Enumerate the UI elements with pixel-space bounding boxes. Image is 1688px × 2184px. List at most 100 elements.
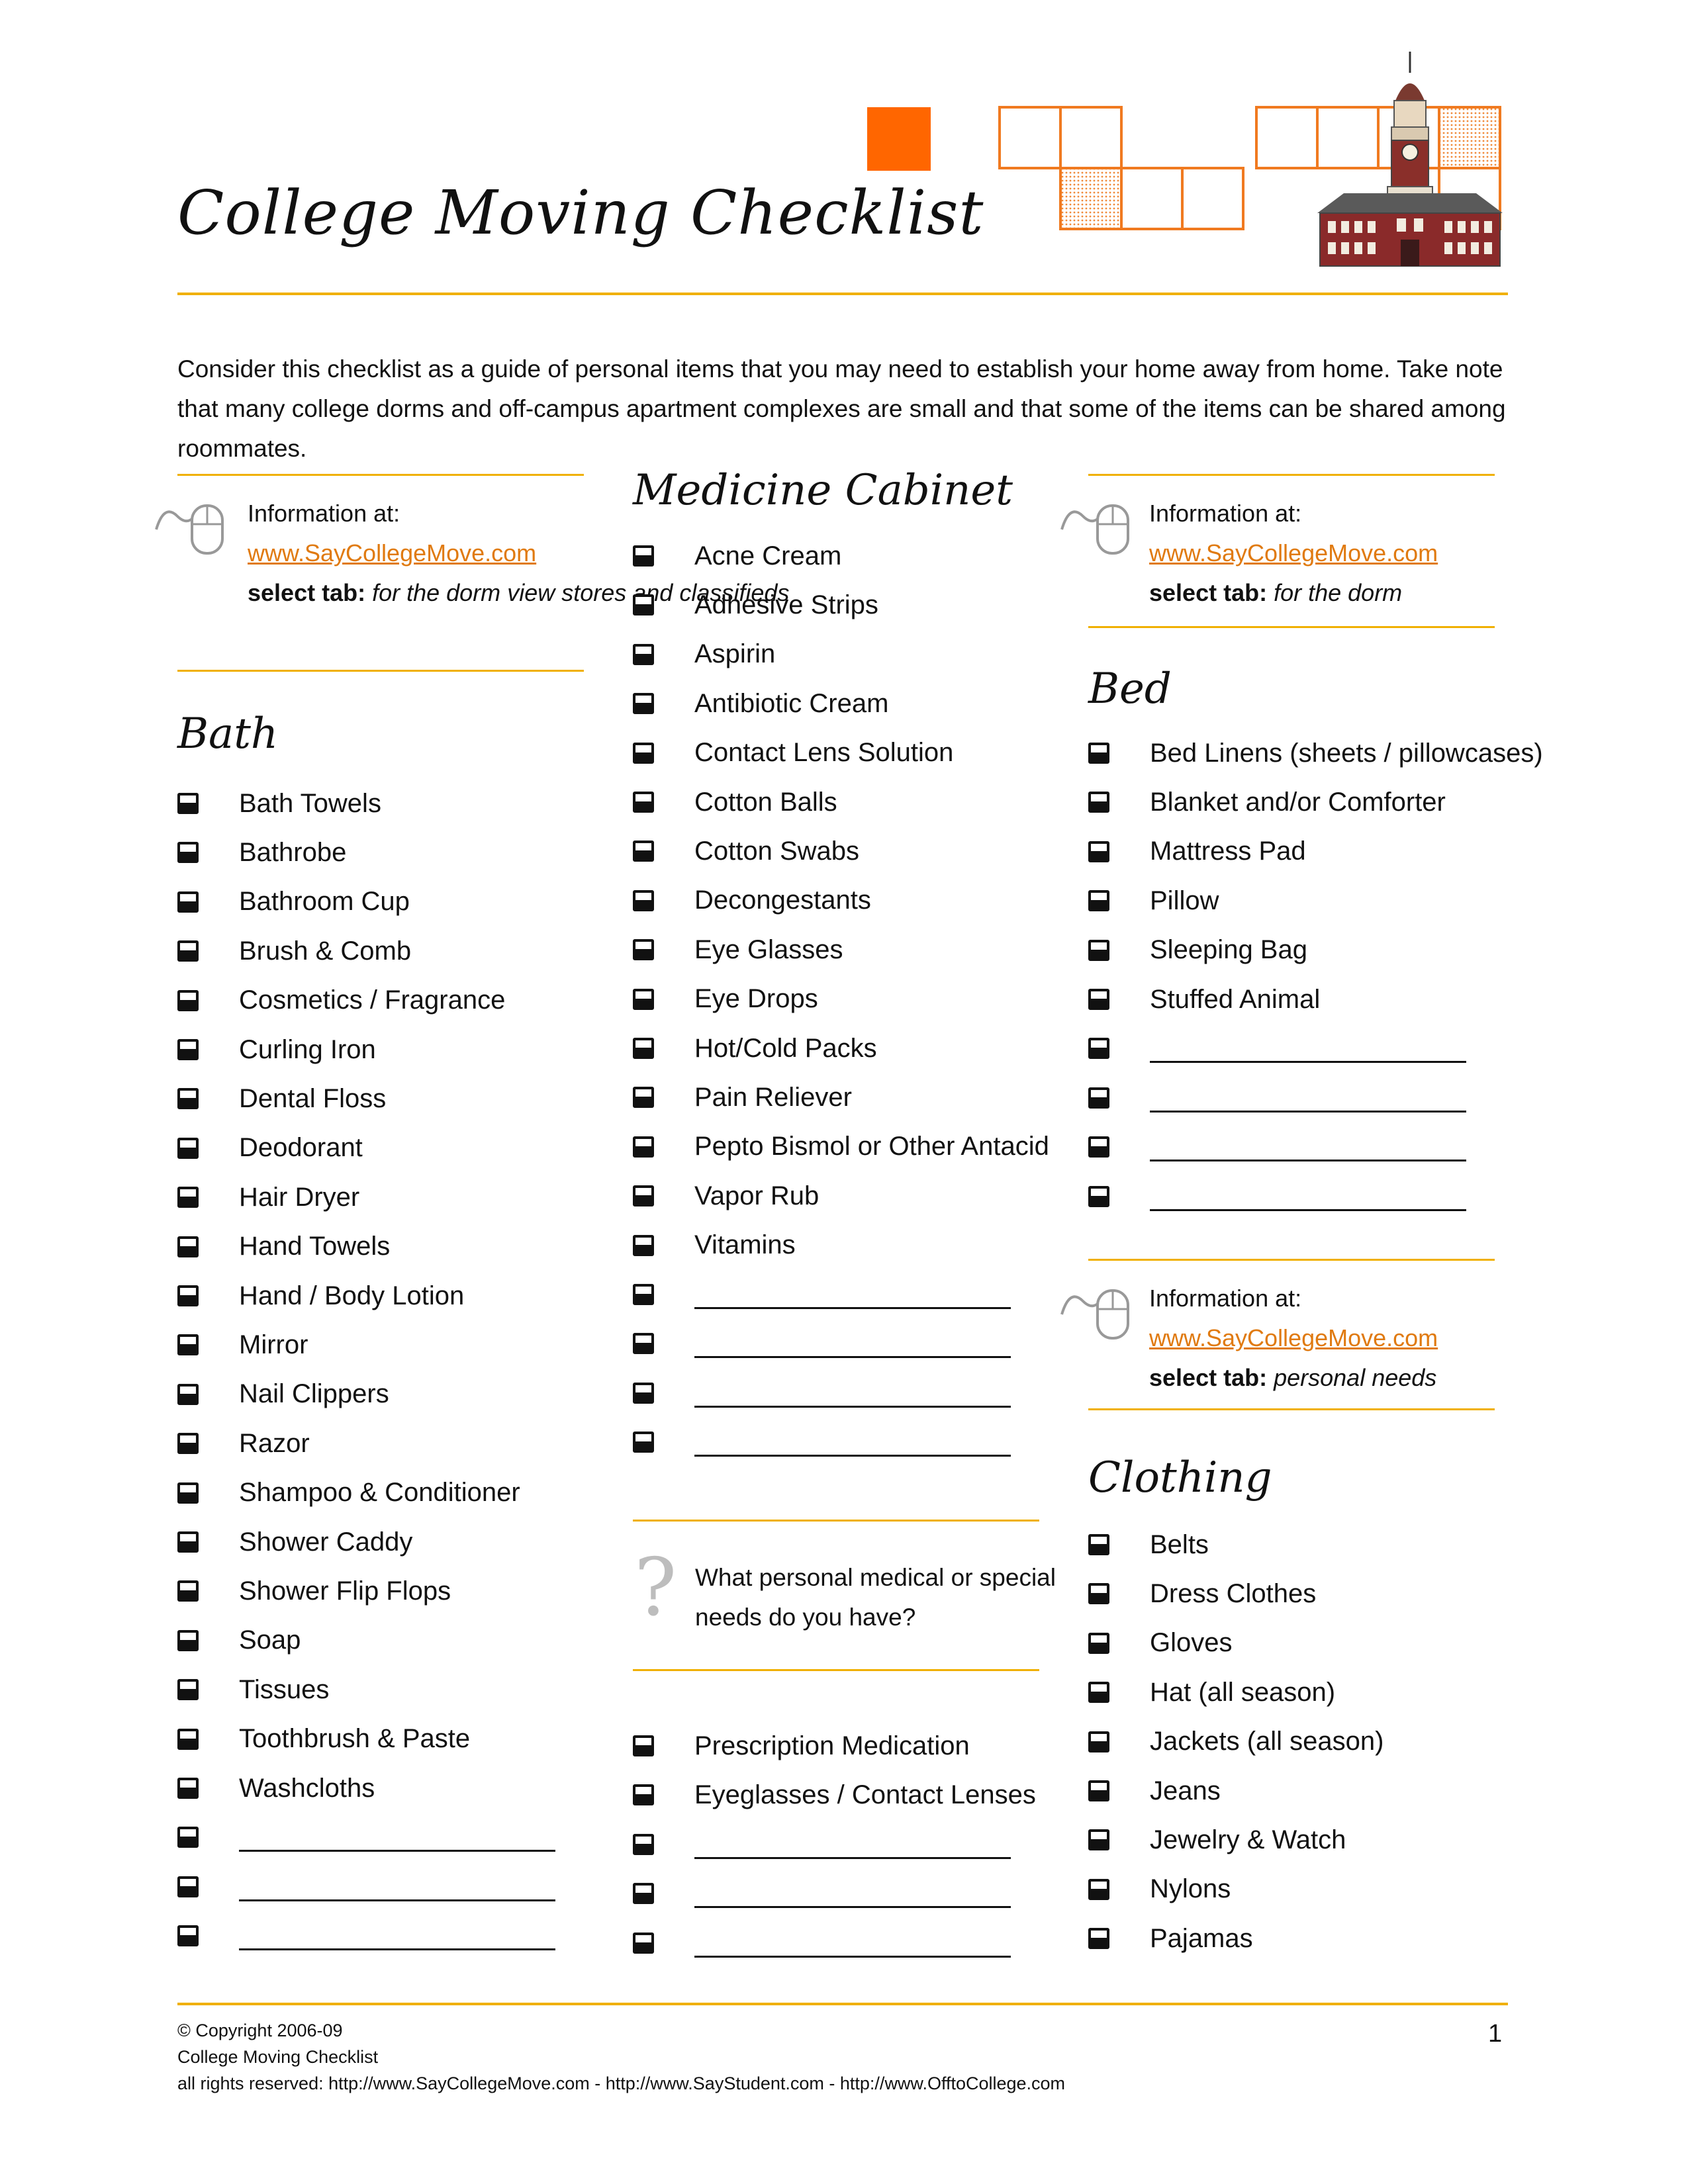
- checkbox-icon[interactable]: [1088, 1136, 1109, 1158]
- checkbox-icon[interactable]: [177, 1137, 199, 1159]
- write-in-line[interactable]: [1150, 1061, 1466, 1064]
- checkbox-icon[interactable]: [177, 1728, 199, 1750]
- checkbox-icon[interactable]: [1088, 792, 1109, 813]
- checklist-item: Gloves: [1088, 1623, 1233, 1663]
- checkbox-icon[interactable]: [633, 594, 654, 616]
- checkbox-icon[interactable]: [1088, 743, 1109, 764]
- checkbox-icon[interactable]: [177, 1531, 199, 1553]
- checkbox-icon[interactable]: [177, 1088, 199, 1110]
- info-link[interactable]: www.SayCollegeMove.com: [1149, 539, 1438, 567]
- checkbox-icon[interactable]: [633, 1284, 654, 1305]
- checklist-item: Bath Towels: [177, 784, 381, 823]
- info-bed-top-rule: [1088, 474, 1495, 476]
- checkbox-icon[interactable]: [633, 693, 654, 715]
- checkbox-icon[interactable]: [633, 1833, 654, 1855]
- checkbox-icon[interactable]: [633, 742, 654, 764]
- checkbox-icon[interactable]: [633, 939, 654, 961]
- write-in-line[interactable]: [1150, 1110, 1466, 1113]
- write-in-line[interactable]: [694, 1405, 1011, 1408]
- write-in-line[interactable]: [694, 1455, 1011, 1457]
- write-in-line[interactable]: [694, 1307, 1011, 1309]
- checkbox-icon[interactable]: [1088, 1583, 1109, 1605]
- write-in-line[interactable]: [1150, 1208, 1466, 1211]
- write-in-line[interactable]: [694, 1856, 1011, 1859]
- checklist-item-label: Hand Towels: [239, 1232, 391, 1261]
- checkbox-icon[interactable]: [633, 1038, 654, 1059]
- write-in-line[interactable]: [694, 1955, 1011, 1958]
- checkbox-icon[interactable]: [633, 1087, 654, 1109]
- checkbox-icon[interactable]: [177, 1433, 199, 1455]
- checkbox-icon[interactable]: [177, 1580, 199, 1602]
- checkbox-icon[interactable]: [633, 1735, 654, 1756]
- info-link[interactable]: www.SayCollegeMove.com: [248, 539, 537, 567]
- checkbox-icon[interactable]: [633, 545, 654, 567]
- checkbox-icon[interactable]: [177, 1482, 199, 1504]
- checkbox-icon[interactable]: [633, 1784, 654, 1806]
- checkbox-icon[interactable]: [633, 889, 654, 911]
- blank-checklist-item: [177, 1916, 555, 1956]
- checkbox-icon[interactable]: [177, 1679, 199, 1701]
- checkbox-icon[interactable]: [633, 1883, 654, 1905]
- checkbox-icon[interactable]: [177, 940, 199, 962]
- write-in-line[interactable]: [694, 1356, 1011, 1359]
- checkbox-icon[interactable]: [177, 1778, 199, 1799]
- info-label: Information at:: [1149, 500, 1302, 527]
- checkbox-icon[interactable]: [1088, 1038, 1109, 1060]
- checkbox-icon[interactable]: [177, 1629, 199, 1651]
- checkbox-icon[interactable]: [633, 841, 654, 862]
- checkbox-icon[interactable]: [633, 1234, 654, 1256]
- checkbox-icon[interactable]: [633, 792, 654, 813]
- checklist-item: Tissues: [177, 1670, 329, 1709]
- info-link[interactable]: www.SayCollegeMove.com: [1149, 1324, 1438, 1351]
- checkbox-icon[interactable]: [633, 1185, 654, 1207]
- checklist-item-label: Jeans: [1150, 1776, 1221, 1805]
- checkbox-icon[interactable]: [1088, 1829, 1109, 1851]
- checkbox-icon[interactable]: [1088, 1632, 1109, 1654]
- checkbox-icon[interactable]: [177, 891, 199, 913]
- write-in-line[interactable]: [1150, 1160, 1466, 1162]
- solid-orange-square: [867, 107, 931, 171]
- checkbox-icon[interactable]: [177, 1876, 199, 1897]
- checkbox-icon[interactable]: [633, 643, 654, 665]
- checkbox-icon[interactable]: [1088, 1928, 1109, 1950]
- checkbox-icon[interactable]: [1088, 1534, 1109, 1555]
- blank-checklist-item: [633, 1324, 1011, 1363]
- checklist-item-label: Cosmetics / Fragrance: [239, 985, 506, 1015]
- checkbox-icon[interactable]: [1088, 939, 1109, 961]
- checkbox-icon[interactable]: [1088, 1878, 1109, 1900]
- checkbox-icon[interactable]: [633, 1333, 654, 1355]
- checklist-item-label: Hair Dryer: [239, 1182, 360, 1212]
- checkbox-icon[interactable]: [177, 1827, 199, 1848]
- checklist-item-label: Antibiotic Cream: [694, 688, 889, 718]
- checkbox-icon[interactable]: [1088, 890, 1109, 912]
- checkbox-icon[interactable]: [1088, 1087, 1109, 1109]
- checkbox-icon[interactable]: [177, 1383, 199, 1405]
- checkbox-icon[interactable]: [177, 842, 199, 864]
- checkbox-icon[interactable]: [177, 1039, 199, 1060]
- checkbox-icon[interactable]: [177, 1925, 199, 1947]
- checkbox-icon[interactable]: [633, 1432, 654, 1453]
- checkbox-icon[interactable]: [633, 988, 654, 1010]
- checkbox-icon[interactable]: [633, 1932, 654, 1954]
- checkbox-icon[interactable]: [1088, 1731, 1109, 1752]
- checkbox-icon[interactable]: [177, 989, 199, 1011]
- checkbox-icon[interactable]: [177, 1236, 199, 1257]
- checkbox-icon[interactable]: [1088, 1682, 1109, 1704]
- write-in-line[interactable]: [239, 1948, 555, 1951]
- checklist-item-label: Decongestants: [694, 886, 871, 915]
- checkbox-icon[interactable]: [633, 1136, 654, 1158]
- checkbox-icon[interactable]: [177, 1334, 199, 1356]
- checkbox-icon[interactable]: [177, 1187, 199, 1208]
- write-in-line[interactable]: [239, 1850, 555, 1852]
- checkbox-icon[interactable]: [1088, 841, 1109, 862]
- checkbox-icon[interactable]: [1088, 1780, 1109, 1801]
- write-in-line[interactable]: [694, 1906, 1011, 1909]
- checkbox-icon[interactable]: [177, 1285, 199, 1306]
- section-title-clothing: Clothing: [1088, 1453, 1272, 1502]
- write-in-line[interactable]: [239, 1899, 555, 1901]
- checkbox-icon[interactable]: [633, 1382, 654, 1404]
- checkbox-icon[interactable]: [1088, 989, 1109, 1010]
- checkbox-icon[interactable]: [177, 793, 199, 814]
- checklist-item: Pepto Bismol or Other Antacid: [633, 1127, 1049, 1167]
- checkbox-icon[interactable]: [1088, 1185, 1109, 1207]
